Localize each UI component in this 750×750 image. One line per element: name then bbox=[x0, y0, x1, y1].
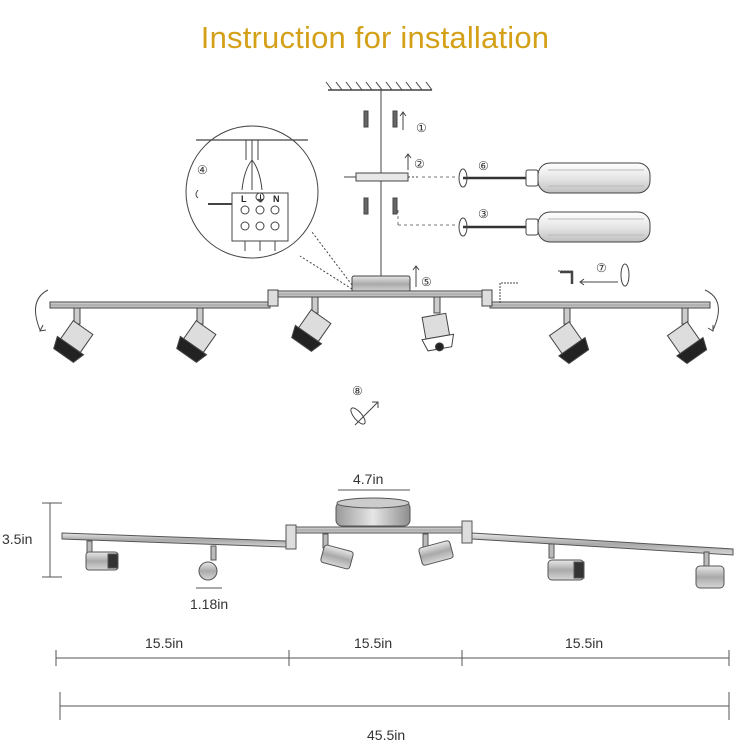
canopy-diameter-label: 4.7in bbox=[353, 471, 383, 487]
head-diameter-label: 1.18in bbox=[190, 596, 228, 612]
rotate-arrow-icon bbox=[704, 289, 719, 331]
wiring-detail-magnifier bbox=[185, 125, 319, 259]
ceiling-screws bbox=[363, 110, 407, 215]
tilt-arrow-icon bbox=[350, 401, 379, 426]
terminal-block bbox=[231, 192, 289, 242]
bar-right bbox=[471, 532, 734, 556]
bar-left bbox=[61, 532, 287, 548]
step-labels: ① ② ③ ④ ⑤ ⑥ ⑦ ⑧ L ⏚ N bbox=[197, 121, 607, 398]
wire-earth-label: ⏚ bbox=[256, 194, 265, 204]
step-7-label: ⑦ bbox=[596, 261, 607, 275]
dimension-view bbox=[42, 489, 734, 720]
ceiling bbox=[325, 81, 433, 91]
spotlight-heads bbox=[85, 533, 725, 589]
segment-left-label: 15.5in bbox=[145, 635, 183, 651]
height-label: 3.5in bbox=[2, 531, 32, 547]
segment-right-label: 15.5in bbox=[565, 635, 603, 651]
segment-middle-label: 15.5in bbox=[354, 635, 392, 651]
mounting-bracket bbox=[344, 153, 420, 182]
screwdriver-icon bbox=[458, 211, 651, 243]
wire-neutral-label: N bbox=[273, 194, 280, 204]
wire-live-label: L bbox=[241, 194, 247, 204]
step-3-label: ③ bbox=[478, 207, 489, 221]
canopy bbox=[351, 275, 411, 293]
step-6-label: ⑥ bbox=[478, 159, 489, 173]
track-bar bbox=[49, 263, 711, 309]
step-2-label: ② bbox=[414, 157, 425, 171]
step-1-label: ① bbox=[416, 121, 427, 135]
exploded-view bbox=[35, 81, 719, 426]
rotate-arrow-icon bbox=[35, 289, 49, 331]
page-title: Instruction for installation bbox=[200, 20, 550, 55]
step-5-label: ⑤ bbox=[421, 275, 432, 289]
bar-middle bbox=[295, 526, 463, 534]
step-4-label: ④ bbox=[197, 163, 208, 177]
screwdriver-icon bbox=[458, 162, 651, 194]
total-length-label: 45.5in bbox=[367, 727, 405, 743]
step-8-label: ⑧ bbox=[352, 384, 363, 398]
spotlight-heads bbox=[53, 296, 708, 365]
dimension-labels: 4.7in 3.5in 1.18in 15.5in 15.5in 15.5in … bbox=[2, 471, 603, 743]
